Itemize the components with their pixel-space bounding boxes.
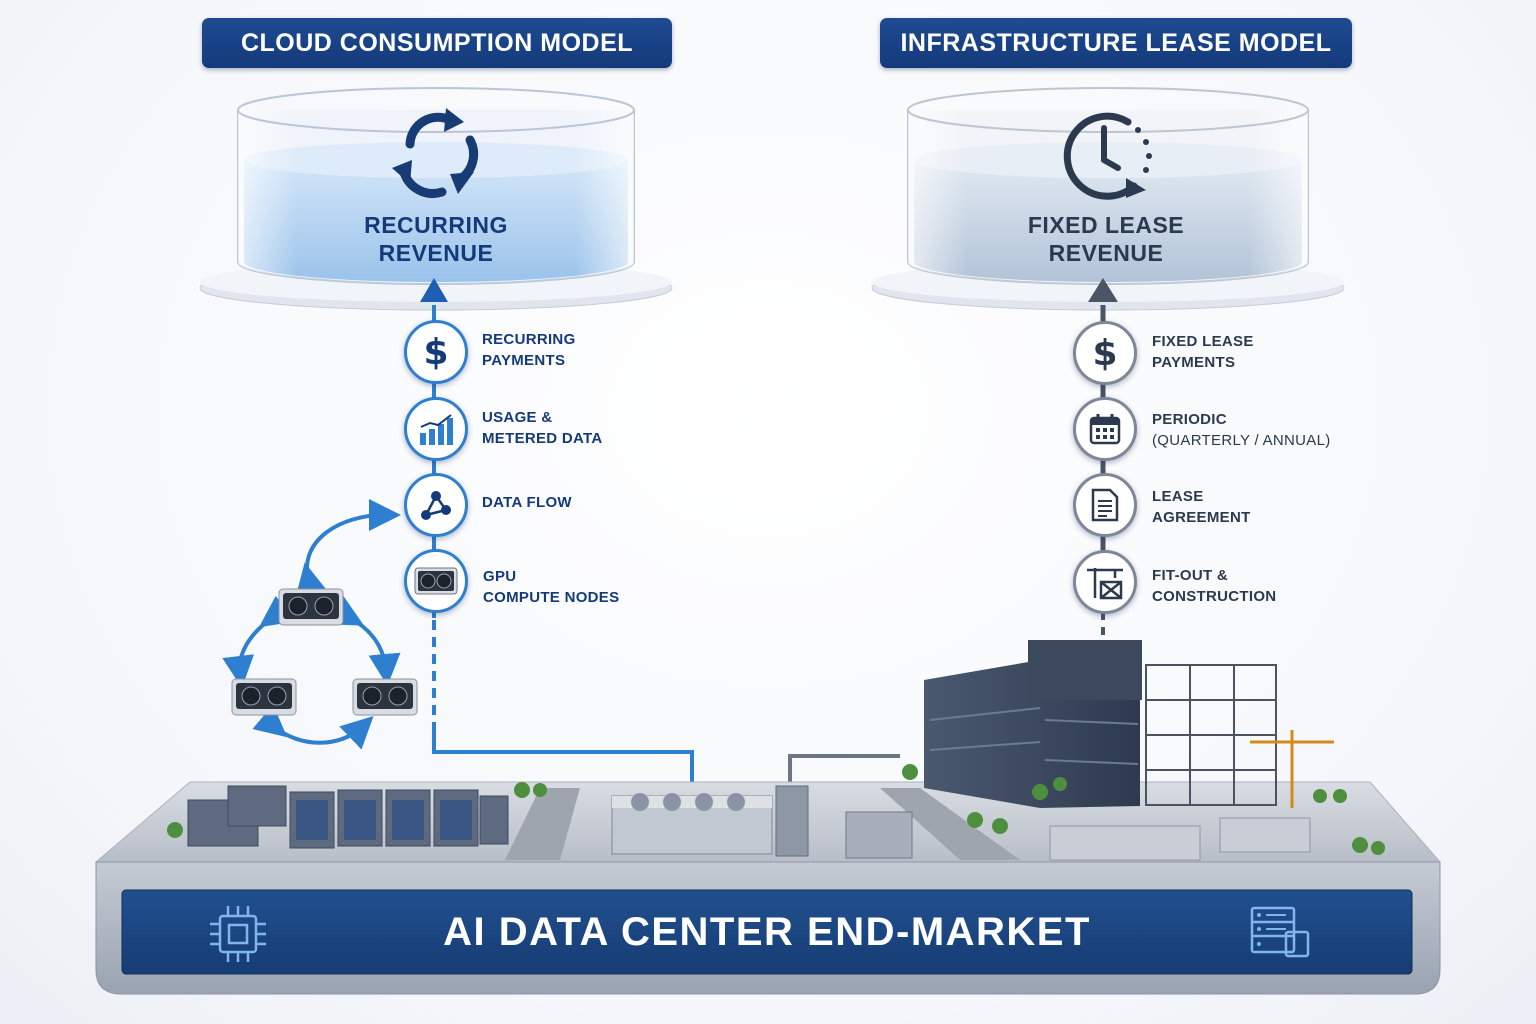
left-step-1-line2: PAYMENTS	[482, 352, 566, 369]
right-step-label-2: PERIODIC (QUARTERLY / ANNUAL)	[1152, 409, 1331, 451]
dollar-icon: $	[423, 331, 449, 373]
left-step-2-line1: USAGE &	[482, 409, 553, 426]
recycle-cycle-icon	[392, 108, 479, 198]
calendar-icon	[1089, 414, 1121, 445]
clock-icon	[1063, 112, 1152, 200]
right-step-1-line2: PAYMENTS	[1152, 354, 1236, 371]
left-step-label-2: USAGE & METERED DATA	[482, 407, 603, 449]
right-step-4-line2: CONSTRUCTION	[1152, 588, 1277, 605]
left-step-1-line1: RECURRING	[482, 331, 576, 348]
infrastructure-lease-header: INFRASTRUCTURE LEASE MODEL	[880, 18, 1352, 68]
gpu-unit	[352, 678, 418, 716]
left-step-2-line2: METERED DATA	[482, 430, 603, 447]
left-tank	[199, 87, 673, 311]
right-step-3-line1: LEASE	[1152, 488, 1204, 505]
left-step-4-line1: GPU	[483, 568, 517, 585]
end-market-banner-text: AI DATA CENTER END-MARKET	[443, 909, 1091, 954]
crane-icon	[1087, 568, 1123, 600]
left-step-gpu	[404, 549, 468, 613]
right-tank-title-line1: FIXED LEASE	[1027, 212, 1185, 238]
left-step-dataflow	[404, 473, 468, 537]
cpu-chip-icon	[210, 906, 266, 962]
left-step-label-3: DATA FLOW	[482, 492, 572, 513]
server-rack-icon	[1250, 906, 1310, 958]
left-step-label-4: GPU COMPUTE NODES	[483, 566, 619, 608]
left-step-label-1: RECURRING PAYMENTS	[482, 329, 576, 371]
gpu-unit	[278, 588, 344, 626]
cloud-consumption-header-text: CLOUD CONSUMPTION MODEL	[240, 28, 634, 57]
network-nodes-icon	[421, 491, 451, 520]
dollar-icon: $	[1092, 332, 1118, 374]
right-step-3-line2: AGREEMENT	[1152, 509, 1251, 526]
gpu-icon	[414, 567, 458, 595]
document-icon	[1091, 488, 1119, 522]
left-tank-title-line1: RECURRING	[364, 212, 508, 238]
left-step-3-line1: DATA FLOW	[482, 494, 572, 511]
left-tank-title-line2: REVENUE	[378, 240, 494, 266]
right-step-2-line1: PERIODIC	[1152, 411, 1227, 428]
right-step-2-line2: (QUARTERLY / ANNUAL)	[1152, 432, 1331, 449]
gpu-unit	[231, 678, 297, 716]
right-step-document	[1073, 473, 1137, 537]
cloud-consumption-header: CLOUD CONSUMPTION MODEL	[202, 18, 672, 68]
right-step-label-4: FIT-OUT & CONSTRUCTION	[1152, 565, 1276, 607]
data-center-platform	[94, 640, 1442, 995]
right-tank-title-line2: REVENUE	[1048, 240, 1164, 266]
right-step-1-line1: FIXED LEASE	[1152, 333, 1254, 350]
bar-chart-icon	[420, 414, 453, 445]
right-step-label-1: FIXED LEASE PAYMENTS	[1152, 331, 1254, 373]
left-step-dollar: $	[404, 320, 468, 384]
gpu-cycle	[222, 499, 418, 750]
right-step-4-line1: FIT-OUT &	[1152, 567, 1229, 584]
right-step-label-3: LEASE AGREEMENT	[1152, 486, 1251, 528]
left-step-4-line2: COMPUTE NODES	[483, 589, 620, 606]
right-tank-title: FIXED LEASE REVENUE	[926, 211, 1286, 267]
infrastructure-lease-header-text: INFRASTRUCTURE LEASE MODEL	[900, 28, 1332, 57]
end-market-banner: AI DATA CENTER END-MARKET	[122, 890, 1412, 974]
left-tank-title: RECURRING REVENUE	[256, 211, 616, 267]
right-step-construction	[1073, 550, 1137, 614]
right-step-calendar	[1073, 397, 1137, 461]
right-step-dollar: $	[1073, 321, 1137, 385]
left-step-chart	[404, 397, 468, 461]
